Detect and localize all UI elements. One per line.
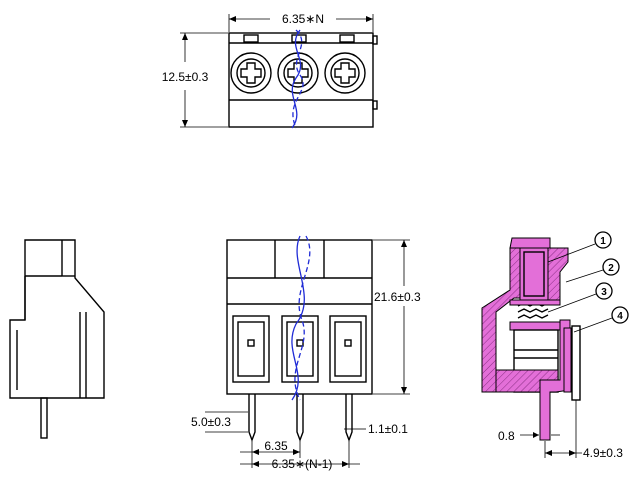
dim-pitch-single-label: 6.35 xyxy=(264,439,288,453)
callout-2: 2 xyxy=(602,258,620,276)
callout-3: 3 xyxy=(595,282,613,300)
dim-pin-offset: 4.9±0.3 xyxy=(544,400,623,460)
dim-height-front-label: 21.6±0.3 xyxy=(374,290,421,304)
dim-pin-length: 5.0±0.3 xyxy=(191,411,248,433)
top-view: 6.35∗N 12.5±0.3 xyxy=(162,12,378,129)
dim-pitch: 6.35 6.35∗(N-1) xyxy=(240,439,360,471)
dim-pitch-top-label: 6.35∗N xyxy=(282,12,324,26)
screw-1 xyxy=(230,52,272,94)
dim-pitch-top: 6.35∗N xyxy=(228,12,374,32)
dim-pin-thickness-label: 0.8 xyxy=(498,429,515,443)
dim-pin-width-label: 1.1±0.1 xyxy=(368,422,408,436)
dim-pin-offset-label: 4.9±0.3 xyxy=(583,446,623,460)
screw-3 xyxy=(324,52,366,94)
svg-text:3: 3 xyxy=(601,287,607,298)
wire-entry-1 xyxy=(232,315,270,383)
front-view: 21.6±0.3 5.0±0.3 1.1±0.1 6.35 6.35∗(N-1) xyxy=(191,235,421,471)
dim-height-top-label: 12.5±0.3 xyxy=(162,70,209,84)
dim-height-top: 12.5±0.3 xyxy=(162,32,228,128)
section-view: 1 2 3 4 0.8 4.9±0.3 xyxy=(481,231,629,460)
dim-height-front: 21.6±0.3 xyxy=(373,239,421,395)
dim-pin-length-label: 5.0±0.3 xyxy=(191,415,231,429)
callout-1: 1 xyxy=(594,231,612,249)
svg-text:4: 4 xyxy=(617,311,623,322)
dim-pitch-total-label: 6.35∗(N-1) xyxy=(272,457,333,471)
wire-entry-2 xyxy=(281,315,319,383)
dim-pin-width: 1.1±0.1 xyxy=(344,422,408,436)
svg-text:1: 1 xyxy=(600,236,606,247)
screw-2 xyxy=(277,52,319,94)
wire-entry-3 xyxy=(329,315,367,383)
callout-4: 4 xyxy=(611,306,629,324)
side-view xyxy=(9,239,105,439)
dim-pin-thickness: 0.8 xyxy=(498,429,560,443)
svg-text:2: 2 xyxy=(608,263,614,274)
